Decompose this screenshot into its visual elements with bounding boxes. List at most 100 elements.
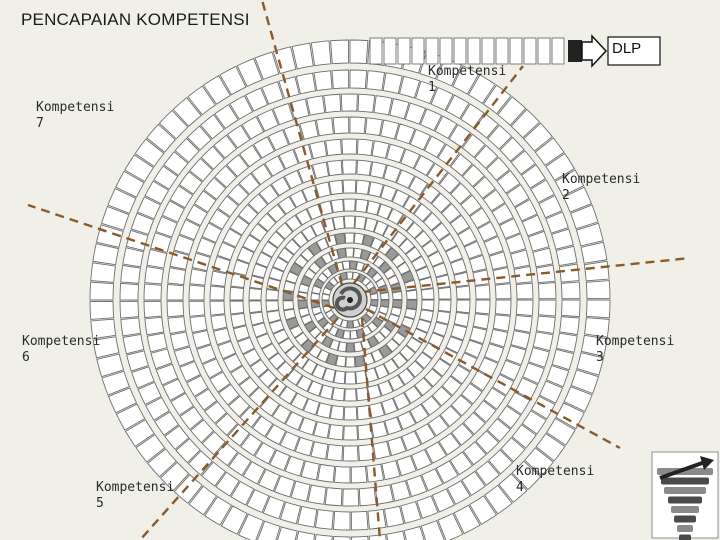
ring-tile [283, 308, 297, 321]
ring-tile [332, 215, 345, 231]
ring-tile [300, 247, 315, 262]
ring-tile [326, 443, 344, 462]
ring-tile [167, 316, 187, 335]
ring-band [143, 93, 557, 507]
ring-tile [570, 369, 600, 395]
ring-tile [368, 181, 384, 198]
ring-tile [538, 194, 563, 219]
ring-tile [427, 250, 445, 267]
ring-tile [392, 392, 411, 411]
ring-tile [484, 484, 513, 515]
ring-tile [259, 396, 280, 417]
ring-tile [460, 382, 483, 405]
ring-tile [328, 325, 339, 337]
dlp-tile [467, 37, 481, 65]
ring-tile [154, 411, 180, 436]
ring-tile [401, 430, 422, 452]
ring-tile [254, 442, 277, 465]
ring-tile [227, 423, 250, 447]
ring-tile [209, 371, 231, 393]
ring-tile [421, 468, 444, 492]
ring-tile [378, 261, 392, 274]
ring-tile [213, 134, 238, 159]
ring-tile [472, 313, 490, 330]
ring-tile [352, 319, 361, 329]
ring-tile [310, 441, 329, 460]
ring-tile [383, 267, 397, 280]
ring-tile [130, 212, 155, 236]
ring-tile [360, 249, 371, 261]
ring-tile [450, 364, 471, 385]
ring-tile [475, 430, 500, 455]
ring-tile [510, 108, 541, 139]
ring-tile [232, 259, 250, 276]
ring-tile [335, 355, 347, 368]
ring-tile [195, 237, 216, 257]
ring-band [166, 116, 534, 484]
ring-tile [230, 365, 251, 386]
ring-tile [324, 309, 335, 320]
ring-tile [431, 386, 453, 407]
ring-tile [580, 334, 608, 357]
ring-tile [404, 102, 427, 125]
ring-tile [584, 317, 610, 338]
ring-tile [311, 285, 322, 295]
ring-tile [414, 230, 432, 248]
ring-tile [244, 87, 269, 112]
ring-tile [367, 508, 387, 530]
ring-tile [455, 285, 471, 300]
ring-tile [162, 378, 186, 402]
ring-tile [229, 286, 245, 301]
ring-tile [236, 246, 255, 264]
ring-tile [230, 272, 247, 289]
ring-tile [410, 255, 428, 272]
ring-tile [331, 69, 350, 90]
dlp-tile [425, 37, 439, 65]
ring-tile [150, 348, 173, 370]
ring-tile [230, 480, 255, 506]
ring-tile [284, 238, 301, 256]
ring-tile [405, 246, 422, 263]
dlp-tile [495, 37, 509, 65]
ring-tile [449, 258, 468, 275]
ring-tile [300, 313, 313, 326]
ring-tile [370, 348, 385, 363]
ring-tile [364, 217, 378, 233]
ring-tile [361, 276, 372, 287]
ring-tile [314, 509, 334, 530]
ring-tile [257, 468, 281, 492]
ring-tile [468, 254, 488, 273]
ring-tile [337, 341, 347, 353]
ring-tile [532, 331, 554, 352]
ring-tile [341, 138, 358, 155]
ring-tile [89, 281, 115, 301]
ring-tile [146, 332, 168, 353]
ring-tile [158, 109, 189, 140]
ring-tile [229, 215, 250, 236]
ring-tile [313, 421, 331, 439]
ring-tile [380, 119, 400, 140]
ring-tile [249, 311, 265, 326]
ring-tile [329, 339, 340, 351]
dlp-tile [509, 37, 523, 65]
ring-tile [293, 143, 313, 164]
ring-tile [282, 300, 295, 311]
right-arrow-icon [581, 34, 608, 68]
ring-tile [332, 510, 351, 531]
ring-tile [258, 184, 280, 205]
ring-tile [201, 461, 227, 487]
ring-tile [437, 512, 464, 540]
ring-tile [369, 161, 387, 179]
ring-tile [530, 395, 556, 420]
ring-band [265, 215, 435, 385]
ring-tile [237, 203, 259, 225]
ring-tile [301, 358, 318, 376]
ring-tile [375, 277, 387, 289]
ring-tile [372, 255, 386, 269]
ring-tile [483, 387, 507, 410]
ring-tile [317, 463, 336, 483]
ring-tile [299, 119, 319, 140]
ring-tile [313, 278, 325, 289]
ring-tile [327, 263, 339, 275]
dlp-tile [411, 37, 425, 65]
